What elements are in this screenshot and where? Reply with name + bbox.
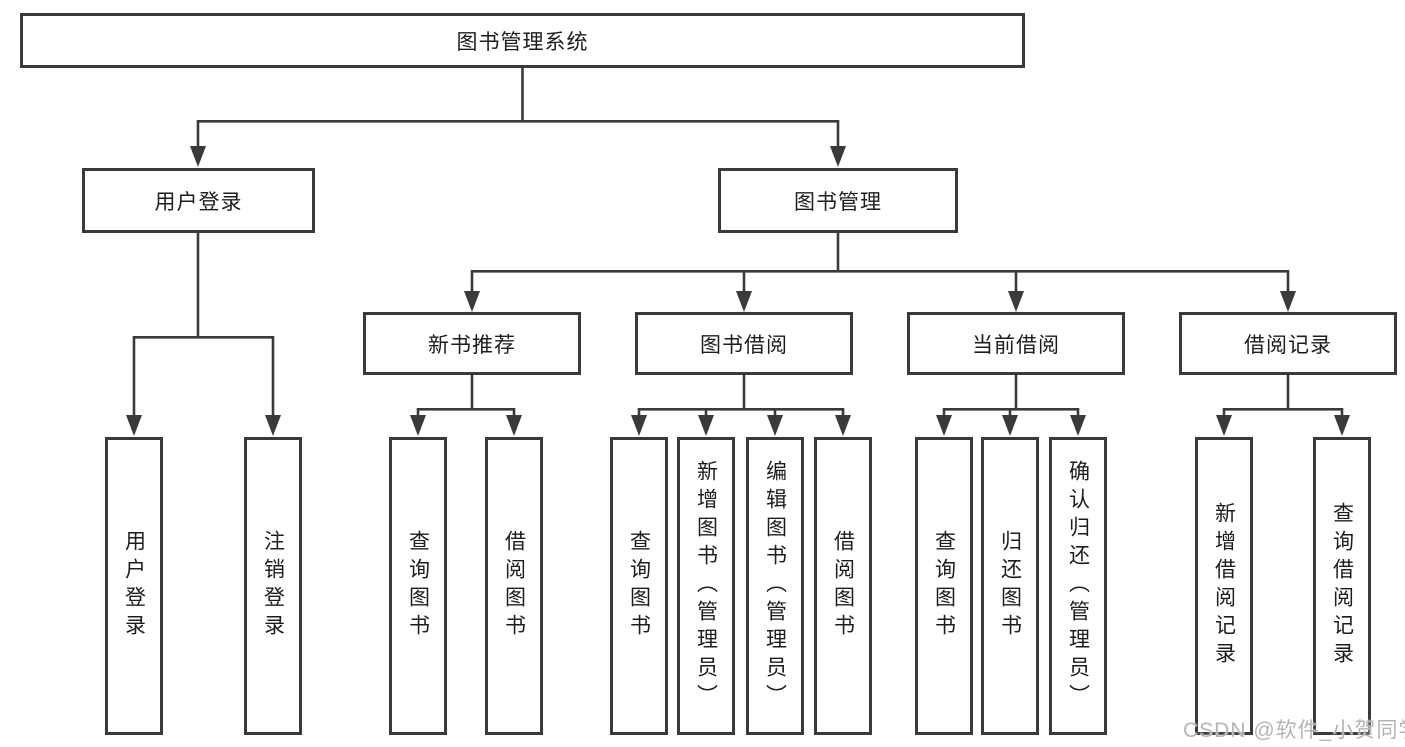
leaf-logout: 注销登录 bbox=[244, 437, 302, 735]
leaf-add-book-admin: 新增图书（管理员） bbox=[677, 437, 735, 735]
node-book-management: 图书管理 bbox=[718, 168, 958, 233]
node-user-login-label: 用户登录 bbox=[154, 190, 243, 214]
node-user-login: 用户登录 bbox=[82, 168, 315, 233]
leaf-query-book-current: 查询图书 bbox=[915, 437, 973, 735]
leaf-query-book-recommend: 查询图书 bbox=[389, 437, 447, 735]
node-root-system-label: 图书管理系统 bbox=[456, 30, 589, 54]
node-current-borrow: 当前借阅 bbox=[907, 312, 1125, 375]
node-book-management-label: 图书管理 bbox=[794, 190, 882, 214]
leaf-return-book: 归还图书 bbox=[981, 437, 1039, 735]
leaf-user-login: 用户登录 bbox=[105, 437, 163, 735]
leaf-query-borrow-record: 查询借阅记录 bbox=[1313, 437, 1371, 735]
node-book-borrow: 图书借阅 bbox=[635, 312, 853, 375]
node-new-book-recommend-label: 新书推荐 bbox=[428, 333, 516, 357]
leaf-borrow-book: 借阅图书 bbox=[814, 437, 872, 735]
leaf-borrow-book-recommend: 借阅图书 bbox=[485, 437, 543, 735]
leaf-confirm-return-admin: 确认归还（管理员） bbox=[1049, 437, 1107, 735]
node-current-borrow-label: 当前借阅 bbox=[972, 333, 1060, 357]
node-borrow-records-label: 借阅记录 bbox=[1244, 333, 1332, 357]
node-borrow-records: 借阅记录 bbox=[1179, 312, 1397, 375]
node-new-book-recommend: 新书推荐 bbox=[363, 312, 581, 375]
leaf-edit-book-admin: 编辑图书（管理员） bbox=[746, 437, 804, 735]
leaf-query-book-borrow: 查询图书 bbox=[610, 437, 668, 735]
leaf-add-borrow-record: 新增借阅记录 bbox=[1195, 437, 1253, 735]
csdn-watermark: CSDN @软件_小贺同学 bbox=[1183, 719, 1405, 742]
node-root-system: 图书管理系统 bbox=[20, 13, 1025, 68]
node-book-borrow-label: 图书借阅 bbox=[700, 333, 788, 357]
